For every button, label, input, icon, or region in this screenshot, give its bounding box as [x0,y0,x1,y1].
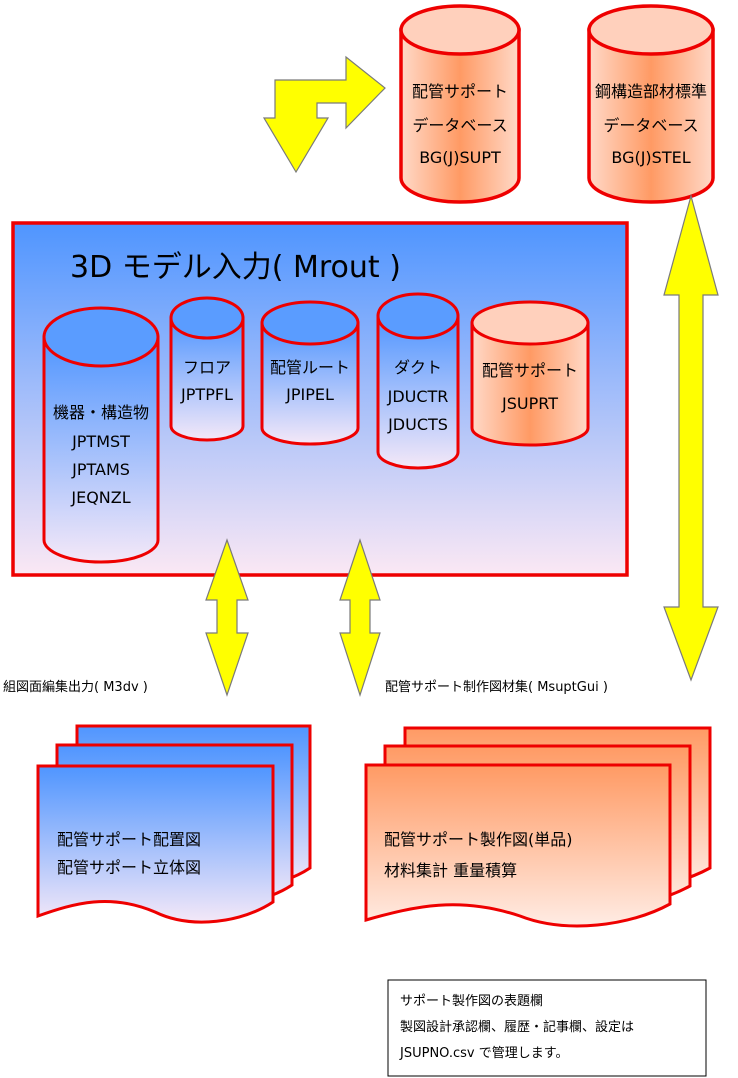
db-steel-cylinder: 鋼構造部材標準 データベース BG(J)STEL [587,4,715,204]
doc-left-line-2: 配管サポート立体図 [57,858,201,877]
support-label-1: 配管サポート [482,361,578,380]
double-arrow-left [205,538,249,697]
cylinder-route: 配管ルート JPIPEL [260,300,360,446]
support-label-2: JSUPRT [501,394,558,413]
output-label-left: 組図面編集出力( M3dv ) [3,679,148,695]
route-label-2: JPIPEL [285,385,334,404]
double-arrow-middle [339,538,381,697]
floor-label-1: フロア [183,358,231,377]
cylinder-equipment: 機器・構造物 JPTMST JPTAMS JEQNZL [42,306,160,564]
db-support-label-1: 配管サポート [412,82,508,101]
doc-stack-right: 配管サポート製作図(単品) 材料集計 重量積算 [364,726,712,928]
output-label-right: 配管サポート制作図材集( MsuptGui ) [385,679,608,695]
duct-label-3: JDUCTS [387,415,448,434]
equipment-label-4: JEQNZL [70,488,130,507]
double-arrow-right [663,193,719,682]
note-line-1: サポート製作図の表題欄 [400,993,543,1009]
db-steel-label-1: 鋼構造部材標準 [595,82,707,101]
duct-label-1: ダクト [394,358,442,377]
db-steel-label-2: データベース [603,116,698,135]
cylinder-floor: フロア JPTPFL [169,296,245,442]
db-support-cylinder: 配管サポート データベース BG(J)SUPT [399,4,521,204]
equipment-label-1: 機器・構造物 [53,403,149,422]
equipment-label-3: JPTAMS [71,460,130,479]
note-box: サポート製作図の表題欄 製図設計承認欄、履歴・記事欄、設定は JSUPNO.cs… [387,979,707,1077]
cylinder-support: 配管サポート JSUPRT [470,300,590,447]
doc-stack-left: 配管サポート配置図 配管サポート立体図 [36,724,312,924]
doc-right-line-2: 材料集計 重量積算 [384,861,517,880]
db-steel-label-3: BG(J)STEL [611,148,690,167]
equipment-label-2: JPTMST [71,432,130,451]
doc-left-line-1: 配管サポート配置図 [57,830,201,849]
cylinder-duct: ダクト JDUCTR JDUCTS [376,292,460,470]
bent-arrow [262,55,386,174]
db-support-label-3: BG(J)SUPT [419,148,501,167]
floor-label-2: JPTPFL [180,385,233,404]
route-label-1: 配管ルート [270,358,350,377]
db-support-label-2: データベース [412,116,507,135]
model-input-title: 3D モデル入力( Mrout ) [70,250,401,285]
note-line-3: JSUPNO.csv で管理します。 [399,1046,568,1061]
duct-label-2: JDUCTR [387,387,449,406]
note-line-2: 製図設計承認欄、履歴・記事欄、設定は [400,1019,634,1035]
doc-right-line-1: 配管サポート製作図(単品) [384,830,573,849]
